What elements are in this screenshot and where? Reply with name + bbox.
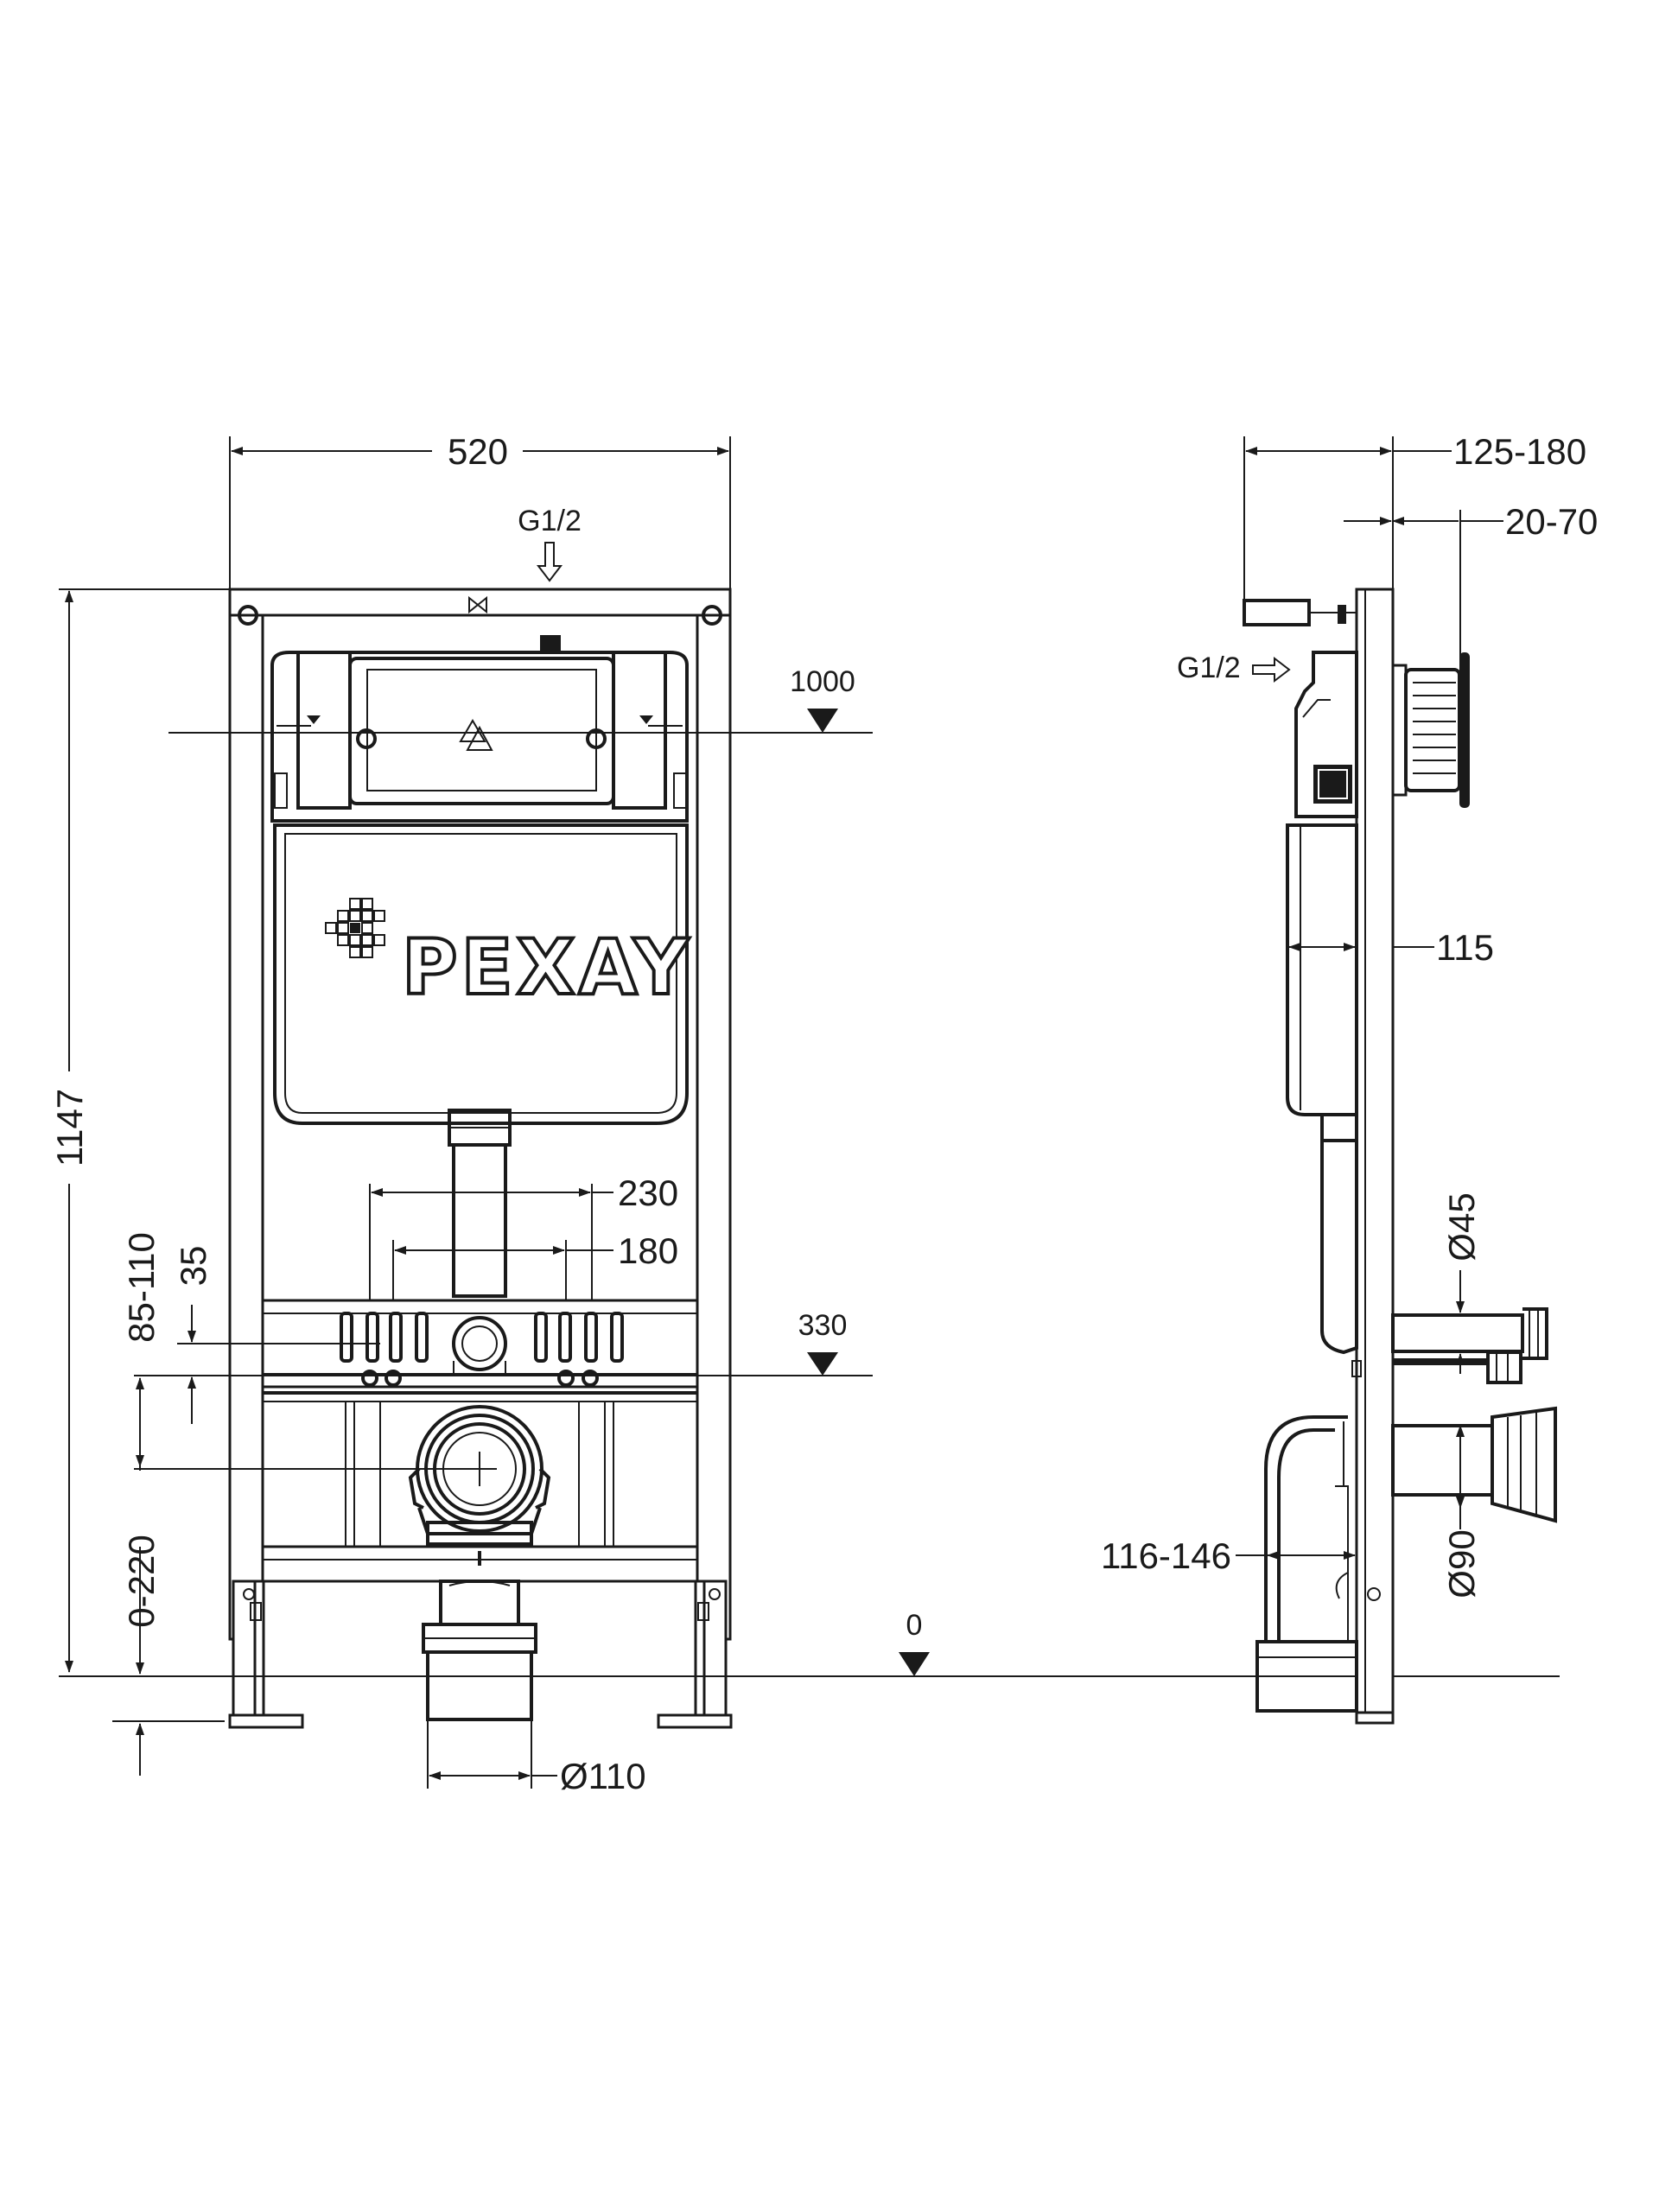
depth-label: 125-180 bbox=[1453, 431, 1586, 472]
depth-dimension: 125-180 bbox=[1243, 431, 1586, 605]
bolt-offset-dimension: 35 bbox=[173, 1246, 380, 1424]
mount-hole-icon bbox=[702, 605, 722, 626]
front-inlet-label: G1/2 bbox=[518, 505, 582, 537]
bolt-offset-label: 35 bbox=[173, 1246, 213, 1287]
drain-diameter-label: Ø110 bbox=[560, 1756, 646, 1796]
supply-pipe-diameter-dimension: Ø45 bbox=[1441, 1192, 1482, 1374]
height-label: 1147 bbox=[49, 1089, 90, 1166]
left-frame-rail bbox=[228, 588, 264, 1641]
button-level-marker: 1000 bbox=[168, 665, 873, 734]
mount-hole-icon bbox=[238, 605, 258, 626]
adjustable-legs bbox=[228, 1580, 733, 1729]
inlet-valve-cap bbox=[540, 635, 561, 654]
cistern-side bbox=[1286, 823, 1358, 1116]
height-dimension: 1147 bbox=[49, 588, 229, 1673]
bolt-height-label: 85-110 bbox=[121, 1232, 162, 1343]
drain-pipe bbox=[422, 1580, 537, 1721]
supply-pipe-side bbox=[1351, 1307, 1548, 1384]
drain-pipe-diameter-label: Ø90 bbox=[1441, 1529, 1482, 1598]
tank-depth-label: 115 bbox=[1436, 927, 1494, 968]
side-inlet-label: G1/2 bbox=[1177, 652, 1241, 684]
inlet-arrow-icon bbox=[536, 542, 563, 582]
width-dimension: 520 bbox=[229, 431, 731, 596]
bolt-level-marker: 330 bbox=[798, 1309, 848, 1376]
front-inlet-marker: G1/2 bbox=[518, 505, 582, 582]
drain-diameter-dimension: Ø110 bbox=[427, 1719, 646, 1796]
bolt-spacing-inner-label: 180 bbox=[618, 1230, 678, 1271]
flush-button-side bbox=[1391, 652, 1470, 808]
level-triangle-icon bbox=[807, 709, 838, 733]
front-view: 520 G1/2 1147 bbox=[49, 431, 1560, 1796]
flush-pipe bbox=[452, 1143, 507, 1298]
pixel-grid-icon bbox=[325, 898, 385, 958]
wall-thickness-label: 20-70 bbox=[1505, 501, 1598, 542]
supply-pipe-diameter-label: Ø45 bbox=[1441, 1192, 1482, 1261]
service-opening bbox=[348, 657, 615, 805]
mounting-bolts bbox=[340, 1312, 624, 1387]
right-frame-rail bbox=[696, 588, 732, 1641]
level-triangle-icon bbox=[807, 1352, 838, 1376]
bolt-spacing-outer-label: 230 bbox=[618, 1173, 678, 1213]
supply-connection bbox=[452, 1316, 507, 1371]
tank-depth-dimension: 115 bbox=[1288, 927, 1494, 968]
button-level-label: 1000 bbox=[790, 665, 855, 698]
side-view: 125-180 20-70 G1/2 bbox=[1101, 431, 1598, 1725]
leg-adjustment-label: 0-220 bbox=[121, 1535, 162, 1627]
width-label: 520 bbox=[448, 431, 508, 472]
drain-elbow-side bbox=[1255, 1406, 1557, 1725]
drain-offset-dimension: 116-146 bbox=[1101, 1535, 1356, 1576]
level-triangle-icon bbox=[899, 1652, 930, 1676]
recycle-icon bbox=[459, 719, 493, 751]
wall-thickness-dimension: 20-70 bbox=[1344, 501, 1598, 657]
grid-insert bbox=[1313, 765, 1352, 804]
side-frame-rail bbox=[1355, 588, 1395, 1714]
top-bracket bbox=[1243, 599, 1311, 626]
drain-pipe-diameter-dimension: Ø90 bbox=[1441, 1425, 1482, 1599]
bolt-level-label: 330 bbox=[798, 1309, 848, 1342]
leg-adjustment-dimension: 0-220 bbox=[112, 1535, 225, 1776]
inlet-arrow-icon bbox=[1252, 656, 1291, 683]
side-inlet-marker: G1/2 bbox=[1177, 652, 1291, 684]
drain-offset-label: 116-146 bbox=[1101, 1535, 1231, 1576]
floor-level-marker: 0 bbox=[899, 1609, 930, 1676]
brand-logo-text: PEXAY bbox=[402, 923, 692, 1012]
cistern-tank bbox=[273, 823, 689, 1125]
valve-icon bbox=[468, 595, 487, 614]
floor-level-label: 0 bbox=[906, 1609, 923, 1642]
drain-connection bbox=[408, 1405, 551, 1566]
brand-logo: PEXAY bbox=[325, 898, 692, 1014]
